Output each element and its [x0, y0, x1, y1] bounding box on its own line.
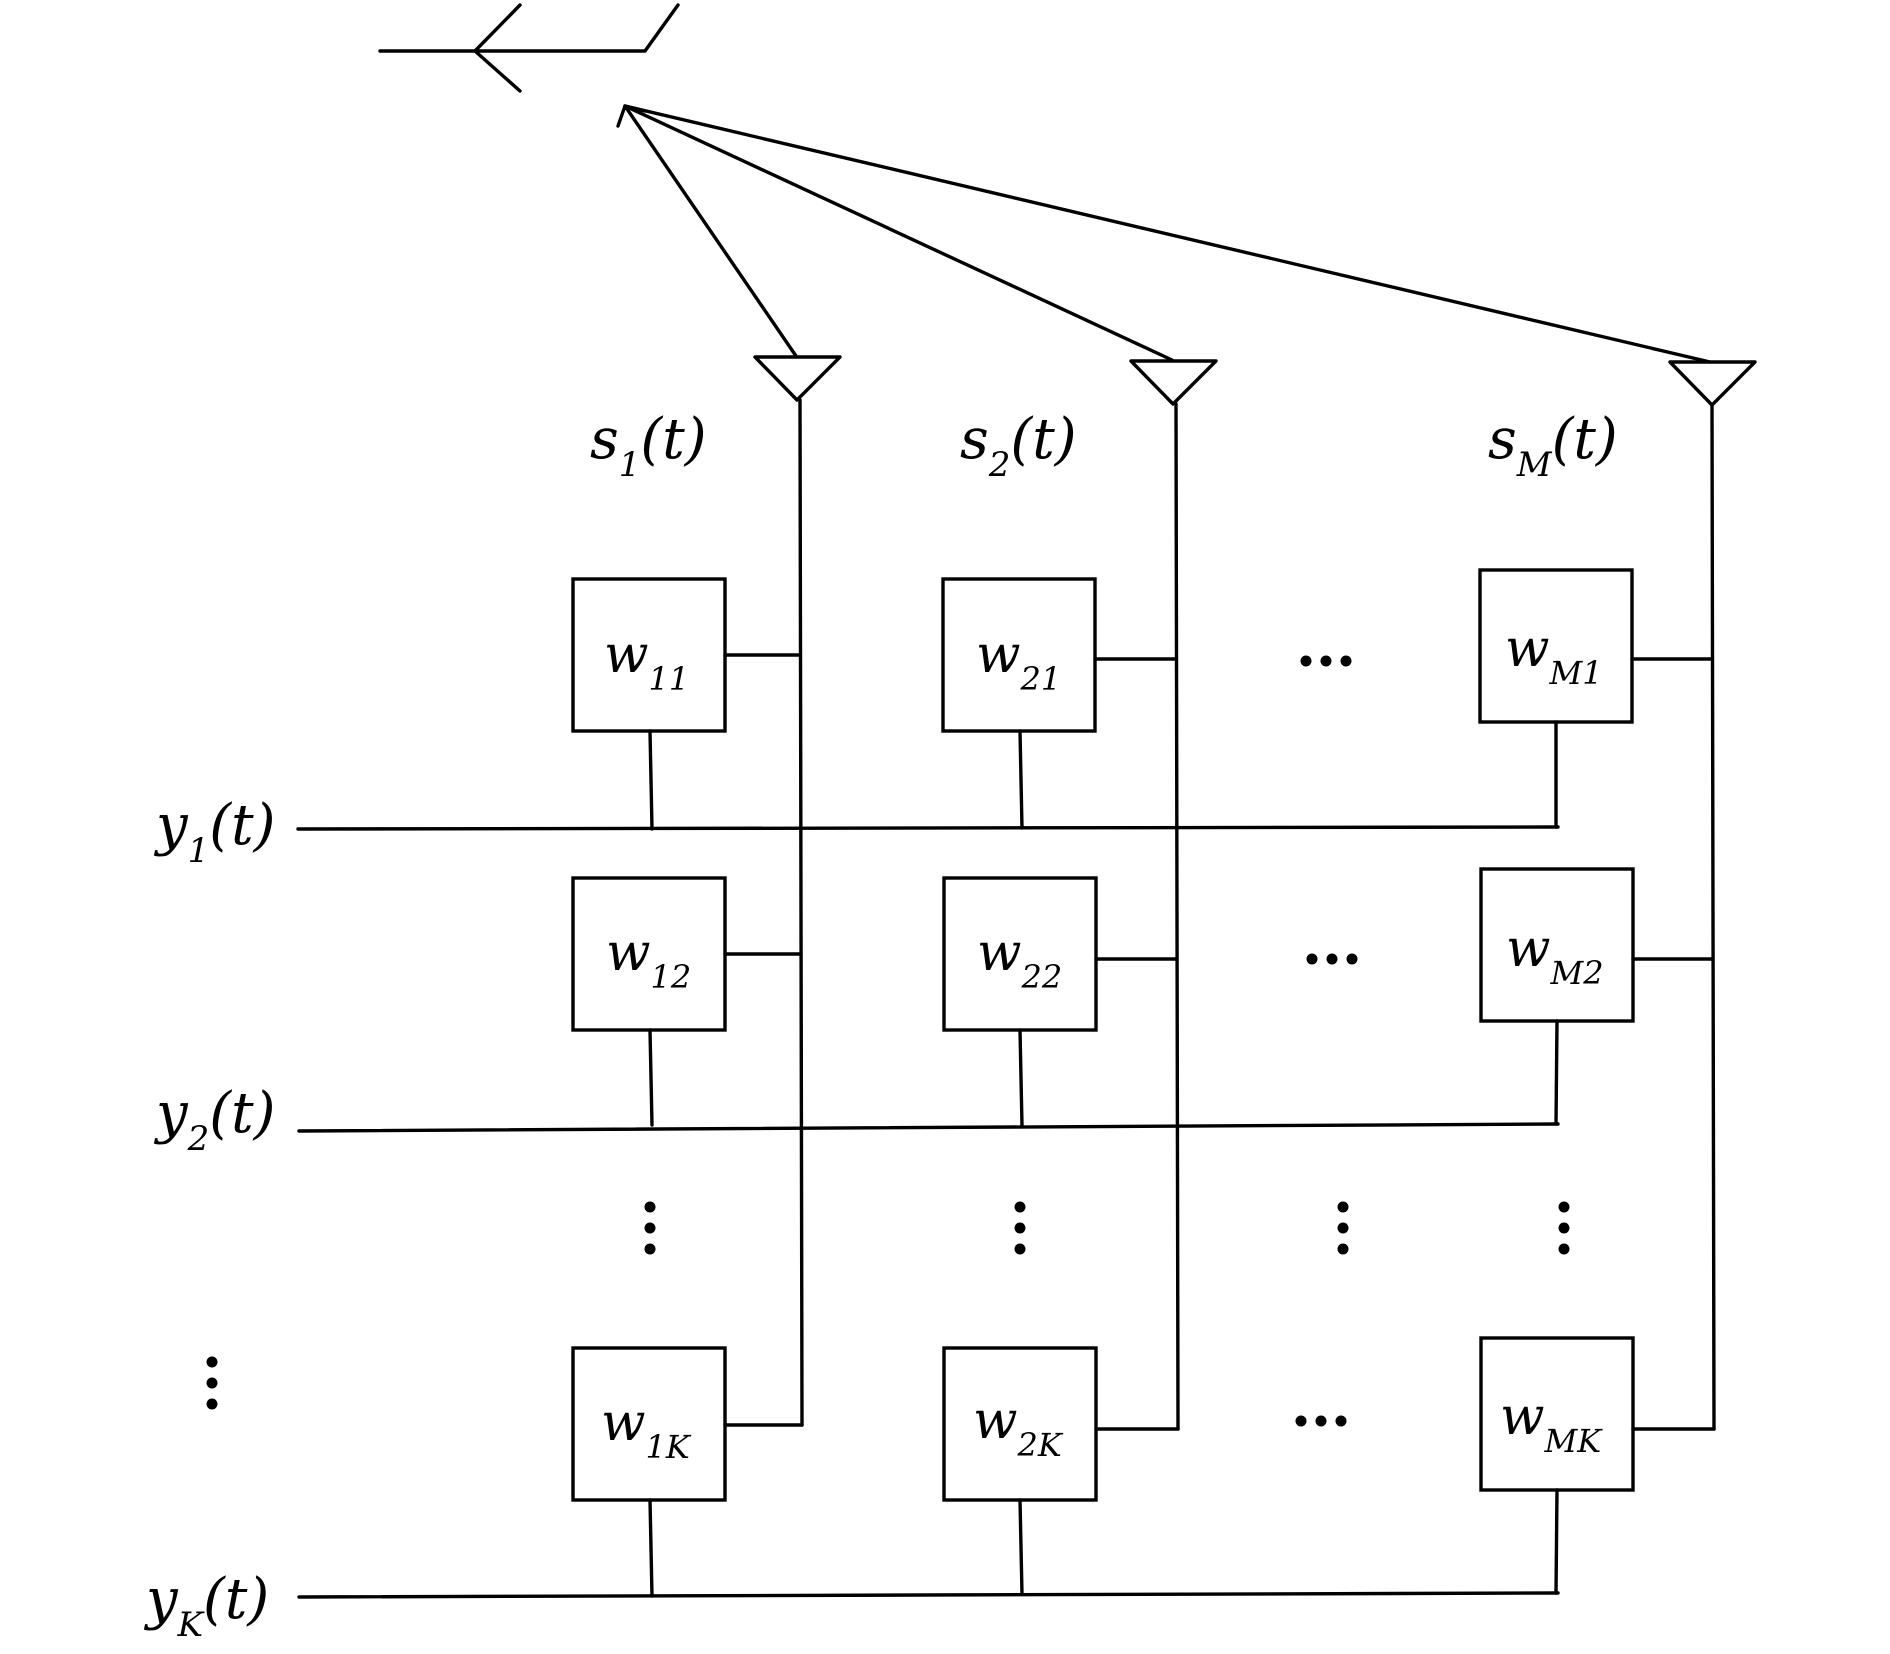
- vertical-ellipsis-column-1: [644, 1201, 656, 1255]
- path-antenna-M: [623, 104, 1712, 364]
- output-line-1: [296, 825, 1560, 831]
- weight-label-w1K: w1K: [601, 1393, 692, 1466]
- signal-label-sM: sM(t): [1488, 407, 1618, 485]
- arrowhead-icon: [616, 104, 647, 128]
- weight-box-w21: w21: [941, 577, 1178, 830]
- signal-label-s1: s1(t): [590, 407, 707, 485]
- antenna-M: [1668, 360, 1757, 407]
- weight-label-w2K: w2K: [973, 1391, 1064, 1464]
- feed-line-1: [798, 398, 804, 1427]
- weight-box-wM2: wM2: [1479, 867, 1714, 1126]
- output-label-y2: y2(t): [153, 1081, 275, 1159]
- path-antenna-2: [623, 104, 1174, 362]
- weight-label-w12: w12: [606, 923, 691, 996]
- horizontal-ellipsis-row-2: [1306, 953, 1358, 965]
- weight-box-w2K: w2K: [942, 1346, 1180, 1596]
- path-antenna-1: [623, 104, 798, 358]
- weight-label-wM2: wM2: [1506, 919, 1604, 992]
- output-line-2: [297, 1122, 1560, 1133]
- antenna-1: [753, 355, 842, 402]
- weight-box-wMK: wMK: [1479, 1336, 1716, 1595]
- weight-label-w11: w11: [604, 625, 689, 698]
- vertical-ellipsis-column-M: [1558, 1201, 1570, 1255]
- feed-line-2: [1174, 402, 1180, 1431]
- weight-box-w1K: w1K: [571, 1346, 804, 1598]
- feed-line-M: [1710, 403, 1716, 1431]
- weight-label-wM1: wM1: [1505, 619, 1603, 692]
- weight-label-w21: w21: [976, 625, 1061, 698]
- weight-box-w12: w12: [571, 876, 802, 1127]
- horizontal-ellipsis-row-1: [1300, 655, 1352, 667]
- vertical-ellipsis-column-2: [1014, 1201, 1026, 1255]
- output-line-K: [297, 1591, 1560, 1599]
- receiver-target-icon: [378, 3, 680, 93]
- signal-label-s2: s2(t): [960, 407, 1077, 485]
- horizontal-ellipsis-row-K: [1295, 1415, 1347, 1427]
- output-label-yK: yK(t): [143, 1567, 269, 1645]
- propagation-paths: [616, 104, 1712, 364]
- output-label-y1: y1(t): [153, 793, 275, 871]
- vertical-ellipsis-column-3: [1337, 1201, 1349, 1255]
- antenna-2: [1129, 359, 1218, 406]
- weight-box-w11: w11: [571, 577, 802, 831]
- weight-box-wM1: wM1: [1478, 568, 1714, 829]
- weight-label-wMK: wMK: [1500, 1387, 1603, 1460]
- weight-label-w22: w22: [977, 923, 1062, 996]
- weight-box-w22: w22: [942, 876, 1178, 1128]
- vertical-ellipsis-outputs: [206, 1356, 218, 1410]
